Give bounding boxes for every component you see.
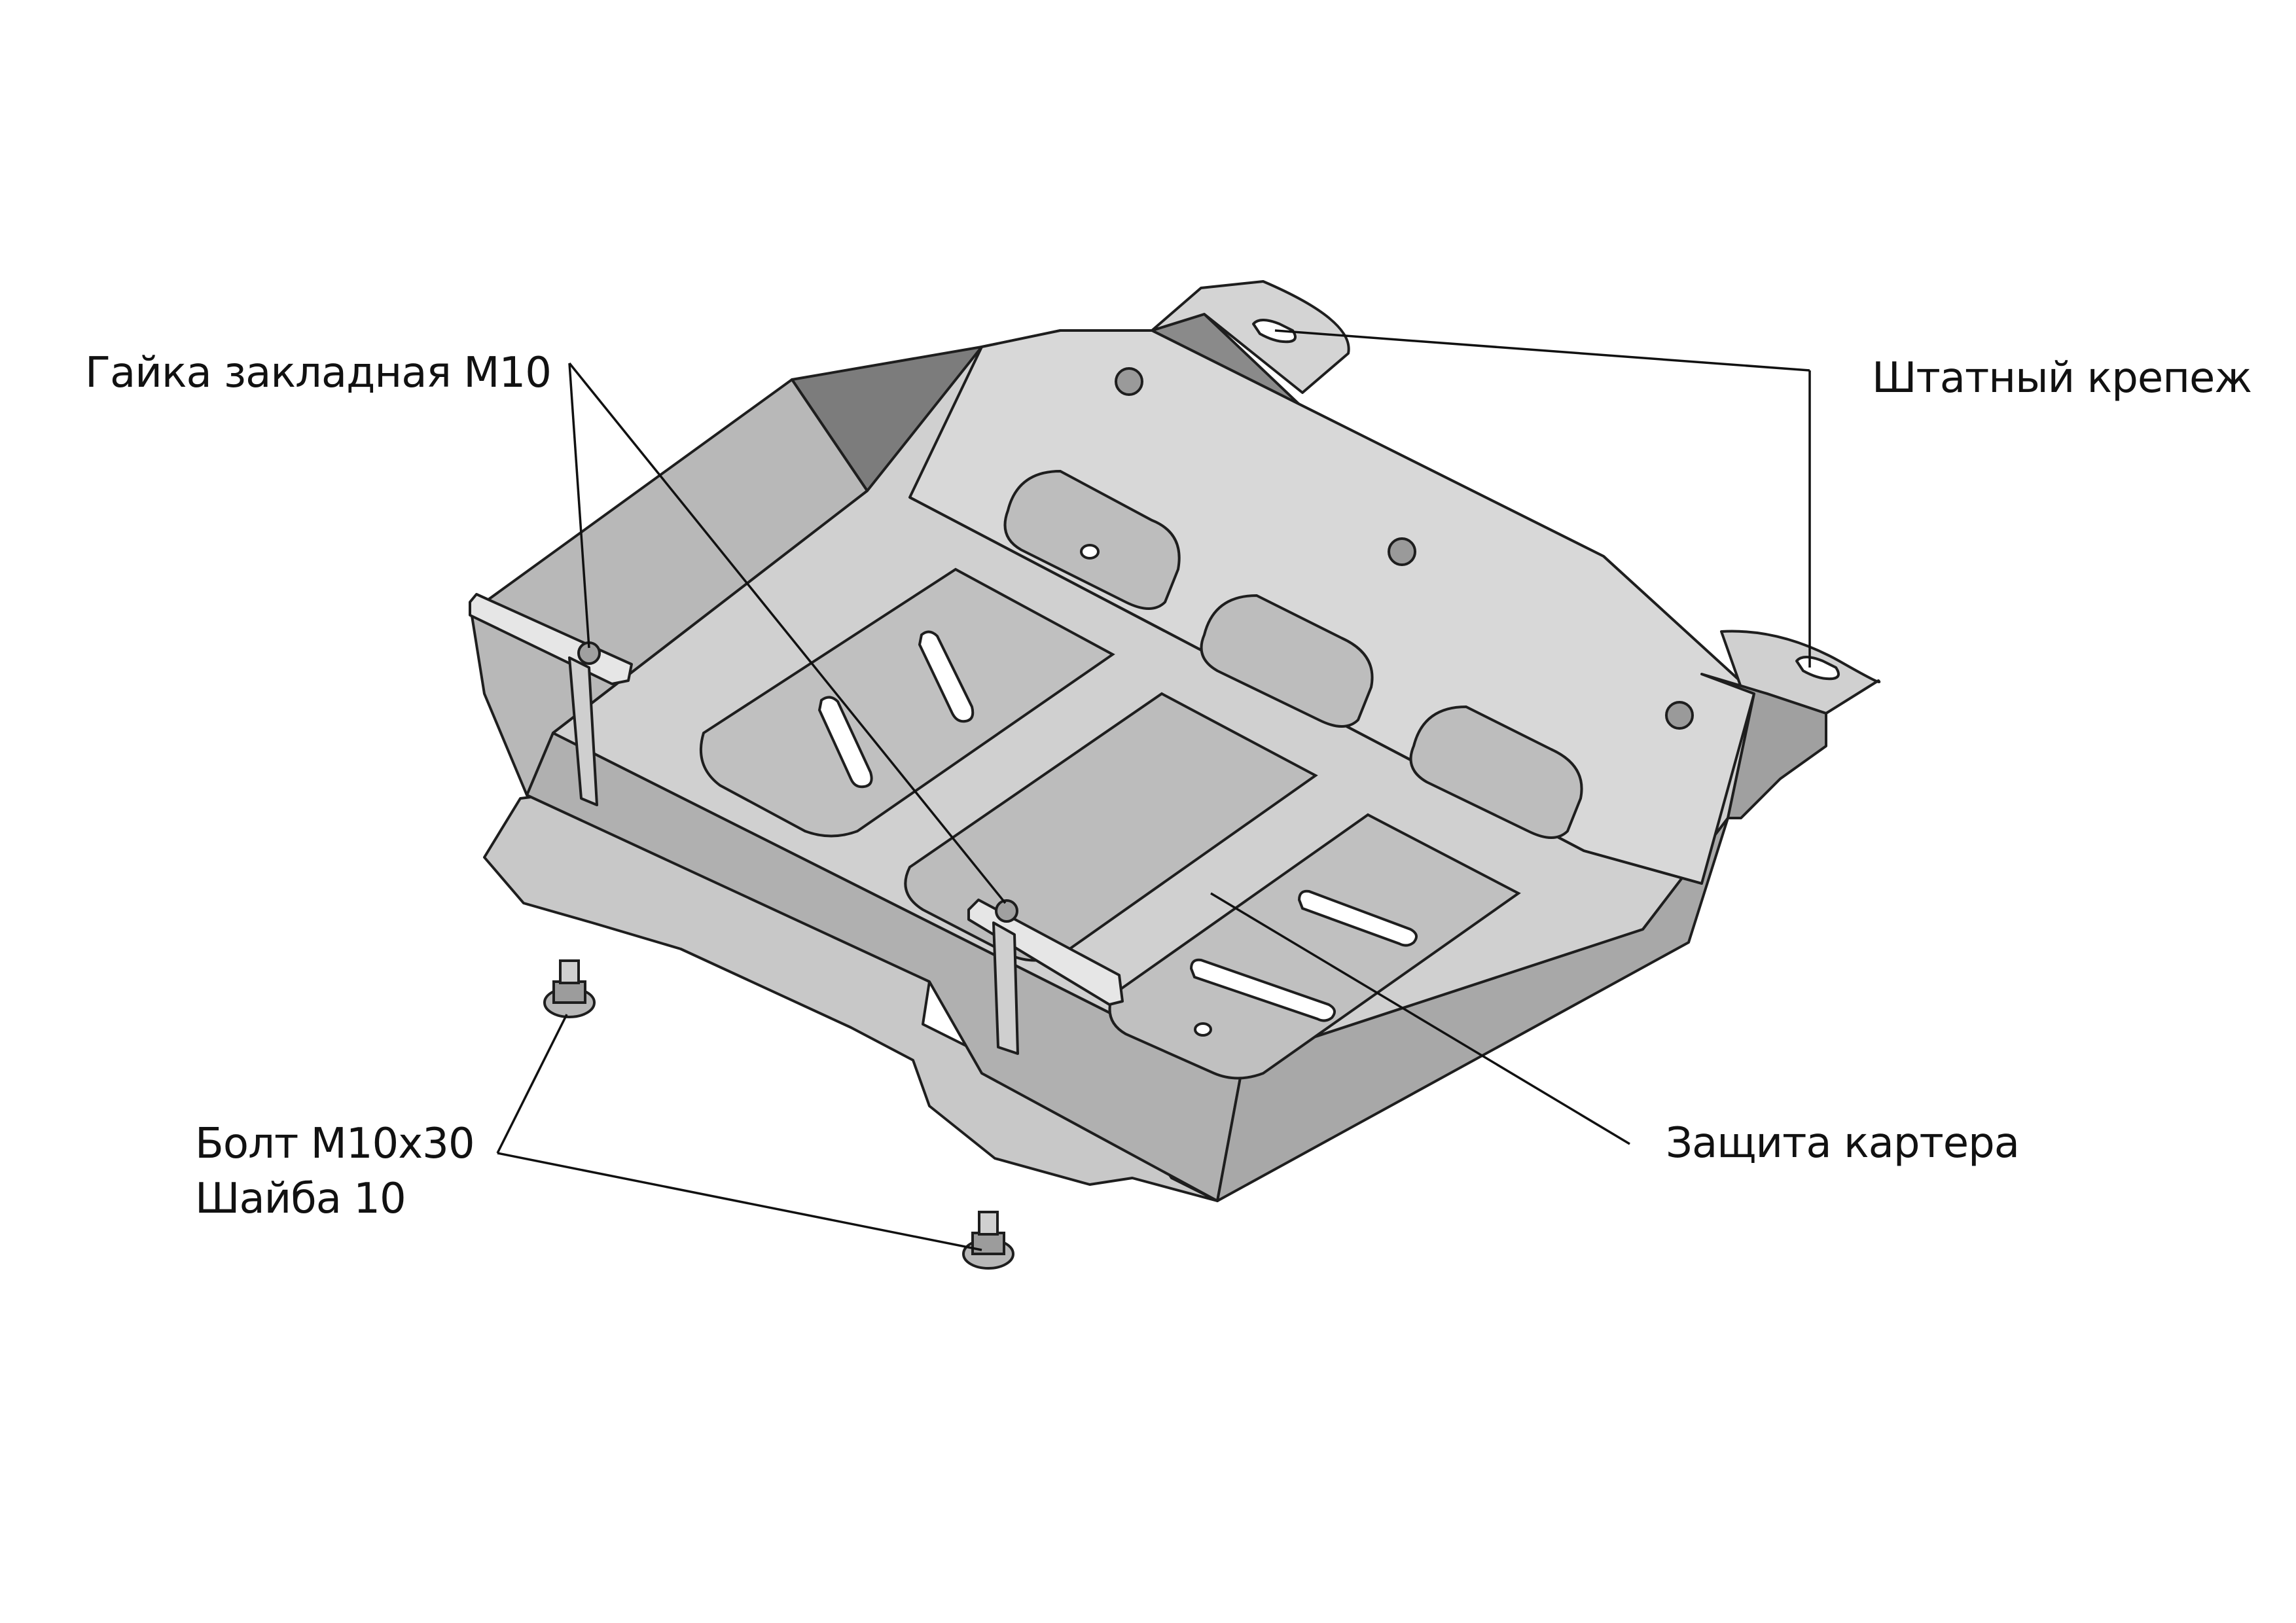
leader-guard (1210, 892, 1630, 1145)
bracket-left-leg (568, 656, 598, 806)
ridge-edge (909, 496, 1702, 885)
standard-fixing-tab (1115, 280, 1881, 819)
lower-panel-right (1108, 813, 1521, 1080)
bolt-lower (962, 1211, 1014, 1270)
stud-nut-2 (1388, 537, 1416, 566)
slot-c (1297, 889, 1418, 947)
stud-nut-3 (1665, 701, 1694, 730)
slot-a (918, 630, 975, 723)
bolt-upper-head (552, 980, 586, 1004)
tab-top (1151, 280, 1350, 394)
upper-recess-slots (1003, 469, 1583, 839)
label-washer: Шайба 10 (195, 1175, 406, 1223)
tab-bottom-wall (1700, 673, 1827, 819)
bolt-lower-head (971, 1232, 1005, 1255)
leader-fixings-top (1274, 329, 1810, 372)
stud-nut-1 (1115, 367, 1143, 396)
bolt-lower-shank (978, 1211, 999, 1236)
bolts-with-washers (543, 959, 1014, 1270)
label-crankcase-guard: Защита картера (1666, 1119, 2020, 1168)
upper-slot-3 (1409, 705, 1583, 839)
stud-nuts (1115, 367, 1694, 730)
small-hole-2 (1194, 1022, 1212, 1037)
leader-lines (496, 329, 1811, 1251)
diagonal-slots (817, 630, 1418, 1037)
bracket-right-plate (967, 899, 1124, 1006)
tab-slot-bottom (1795, 656, 1840, 681)
embedded-nut-bracket (469, 593, 1124, 1055)
tab-slot-top (1252, 319, 1297, 344)
label-embedded-nut: Гайка закладная М10 (85, 349, 552, 397)
bracket-right-leg (992, 921, 1019, 1055)
bolt-upper-shank (559, 959, 580, 984)
lower-panel-left (699, 567, 1115, 838)
label-standard-fixings: Штатный крепеж (1872, 354, 2252, 402)
leader-bolt-lower (497, 1152, 982, 1251)
leader-nut-right (568, 362, 1007, 904)
lower-recess-panels (699, 567, 1521, 1080)
small-hole (1080, 544, 1100, 560)
upper-slot-2 (1200, 594, 1374, 728)
slot-d (1189, 958, 1336, 1022)
leader-bolt-upper (496, 1014, 568, 1154)
slot-b (817, 696, 873, 789)
upper-slot-1 (1003, 469, 1181, 610)
tab-bottom (1720, 630, 1881, 715)
bolt-upper (543, 959, 596, 1018)
label-bolt: Болт М10х30 (195, 1120, 475, 1168)
leader-nut-left (568, 363, 590, 649)
bracket-right-nut (995, 899, 1018, 923)
